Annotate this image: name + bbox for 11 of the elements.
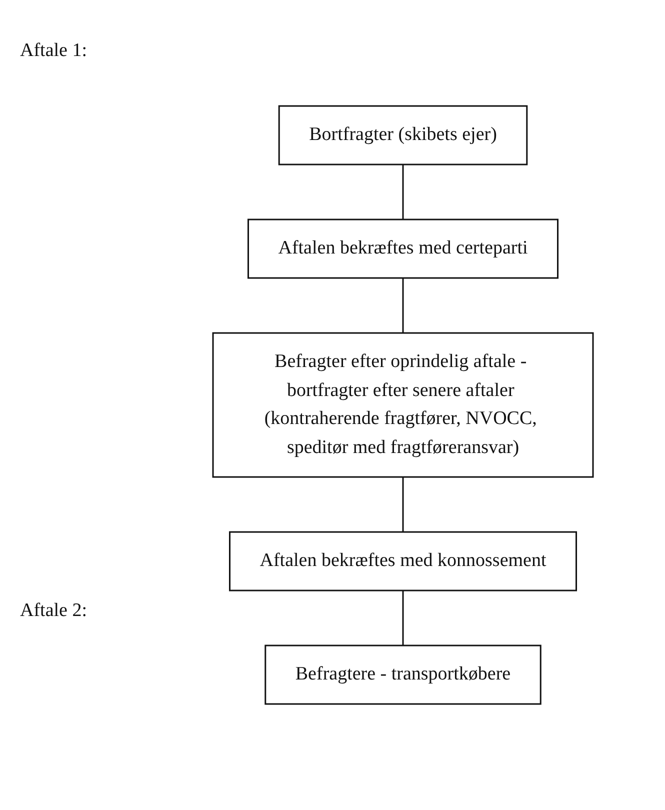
- node-box: Bortfragter (skibets ejer): [278, 105, 528, 166]
- connector: [402, 590, 404, 646]
- connector: [402, 278, 404, 333]
- agreement-label: Aftale 2:: [20, 600, 88, 622]
- connector: [402, 477, 404, 532]
- node-box: Aftalen bekræftes med certeparti: [246, 218, 558, 279]
- node-box: Befragter efter oprindelig aftale - bortfragter efter senere aftaler (kontraherende fragtfører, NVOCC, speditør med fragtføreransvar): [212, 332, 594, 478]
- node-box: Befragtere - transportkøbere: [264, 644, 541, 705]
- agreement-label: Aftale 1:: [20, 40, 88, 62]
- connector: [402, 164, 404, 220]
- node-box: Aftalen bekræftes med konnossement: [228, 531, 576, 592]
